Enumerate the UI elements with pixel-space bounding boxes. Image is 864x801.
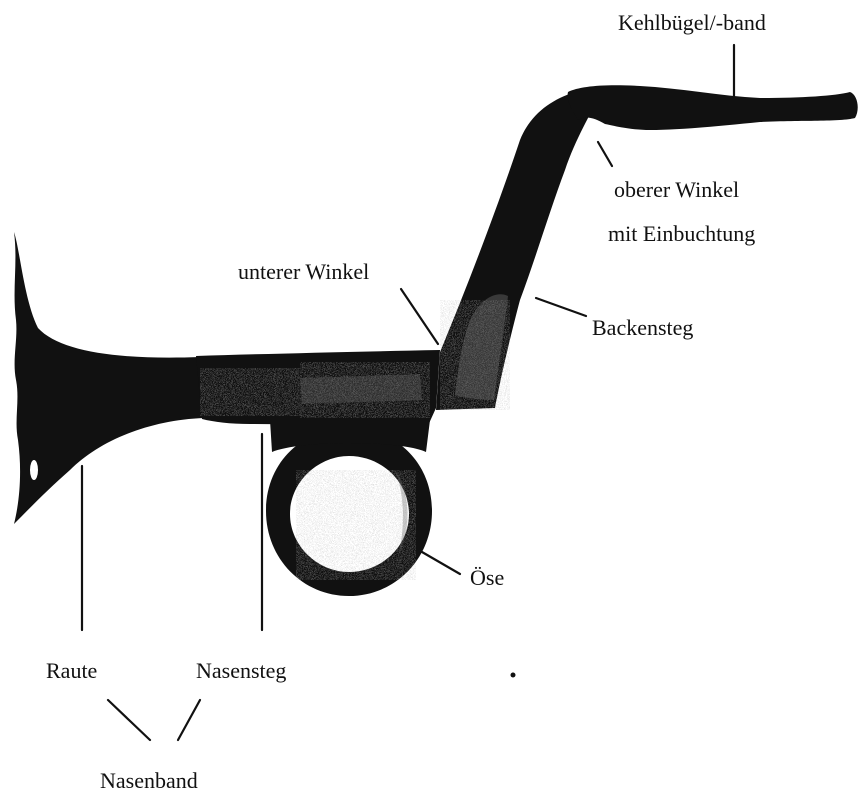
- highlight-nasensteg: [300, 374, 422, 404]
- raute-hole: [30, 460, 38, 480]
- label-backensteg: Backensteg: [592, 315, 693, 340]
- label-unterer-winkel: unterer Winkel: [238, 259, 369, 284]
- leader-unterer-winkel: [401, 289, 438, 344]
- kehlbuegel-shape: [568, 85, 858, 130]
- label-oberer-winkel-2: mit Einbuchtung: [608, 221, 755, 246]
- leader-oberer-winkel: [598, 142, 612, 166]
- stray-dot: [511, 673, 516, 678]
- leader-nasenband-right: [178, 700, 200, 740]
- label-nasenband: Nasenband: [100, 768, 198, 793]
- label-oberer-winkel-1: oberer Winkel: [614, 177, 739, 202]
- leader-nasenband-left: [108, 700, 150, 740]
- label-raute: Raute: [46, 658, 97, 683]
- leader-oese: [422, 552, 460, 574]
- leader-backensteg: [536, 298, 586, 316]
- raute-shape: [14, 232, 204, 524]
- label-oese: Öse: [470, 565, 504, 590]
- label-nasensteg: Nasensteg: [196, 658, 286, 683]
- label-kehlbuegel: Kehlbügel/-band: [618, 10, 766, 35]
